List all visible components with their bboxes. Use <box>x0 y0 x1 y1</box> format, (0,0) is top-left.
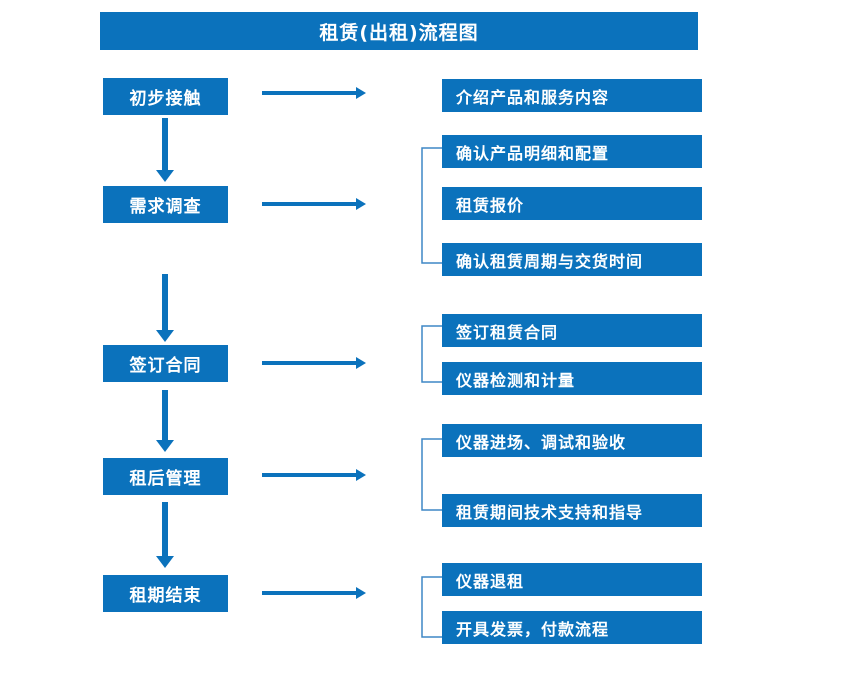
diagram-title: 租赁(出租)流程图 <box>100 12 698 50</box>
group-bracket-4 <box>420 438 442 511</box>
arrow-down-icon-4 <box>152 502 178 568</box>
arrow-down-icon-1 <box>152 118 178 182</box>
arrow-down-icon-2 <box>152 274 178 342</box>
group-bracket-5 <box>420 576 442 638</box>
detail-box-2-2[interactable]: 租赁报价 <box>442 187 702 220</box>
group-bracket-2 <box>420 147 442 264</box>
arrow-right-icon-2 <box>262 196 366 212</box>
stage-box-2[interactable]: 需求调查 <box>103 186 228 223</box>
stage-box-3[interactable]: 签订合同 <box>103 345 228 382</box>
detail-box-5-1[interactable]: 仪器退租 <box>442 563 702 596</box>
arrow-right-icon-1 <box>262 85 366 101</box>
detail-box-3-2[interactable]: 仪器检测和计量 <box>442 362 702 395</box>
stage-box-5[interactable]: 租期结束 <box>103 575 228 612</box>
detail-box-4-2[interactable]: 租赁期间技术支持和指导 <box>442 494 702 527</box>
detail-box-3-1[interactable]: 签订租赁合同 <box>442 314 702 347</box>
detail-box-5-2[interactable]: 开具发票，付款流程 <box>442 611 702 644</box>
detail-box-4-1[interactable]: 仪器进场、调试和验收 <box>442 424 702 457</box>
arrow-down-icon-3 <box>152 390 178 452</box>
detail-box-2-1[interactable]: 确认产品明细和配置 <box>442 135 702 168</box>
arrow-right-icon-3 <box>262 355 366 371</box>
stage-box-4[interactable]: 租后管理 <box>103 458 228 495</box>
stage-box-1[interactable]: 初步接触 <box>103 78 228 115</box>
detail-box-2-3[interactable]: 确认租赁周期与交货时间 <box>442 243 702 276</box>
detail-box-1-1[interactable]: 介绍产品和服务内容 <box>442 79 702 112</box>
arrow-right-icon-5 <box>262 585 366 601</box>
arrow-right-icon-4 <box>262 467 366 483</box>
group-bracket-3 <box>420 325 442 383</box>
